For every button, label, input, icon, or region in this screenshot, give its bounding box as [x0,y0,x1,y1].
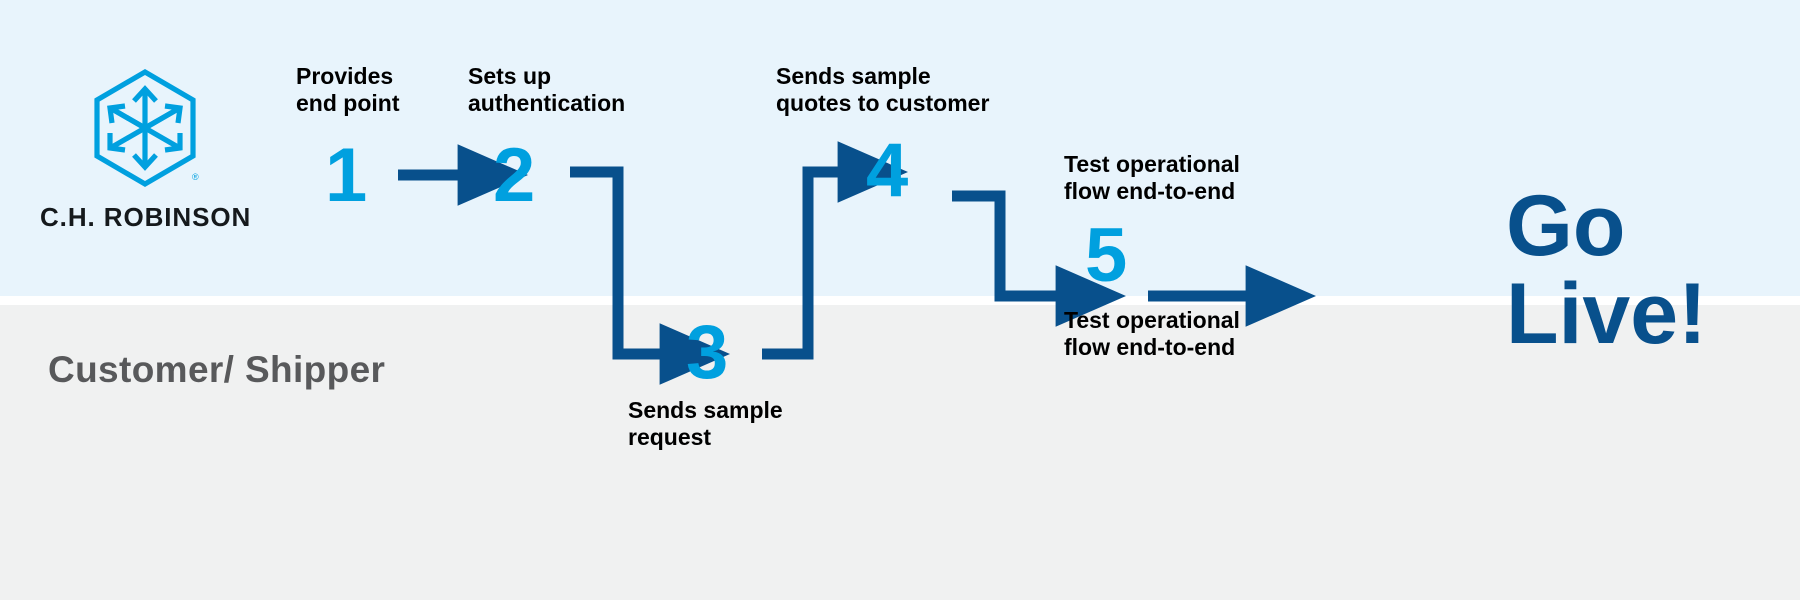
ch-robinson-logo-block: ® C.H. ROBINSON [40,68,250,233]
step-5-caption-bottom: Test operational flow end-to-end [1064,307,1240,361]
customer-zone-band [0,305,1800,600]
customer-shipper-zone-label: Customer/ Shipper [48,349,386,390]
step-3-caption: Sends sample request [628,397,783,451]
registered-trademark-mark: ® [192,172,199,182]
step-3-number: 3 [686,310,729,395]
step-4-number: 4 [866,128,909,213]
step-5-caption-top: Test operational flow end-to-end [1064,151,1240,205]
step-2-caption: Sets up authentication [468,63,626,117]
step-1-caption: Provides end point [296,63,400,117]
step-1-number: 1 [325,133,368,218]
ch-robinson-hexagon-arrows-logo-icon: ® [94,68,199,188]
step-5-number: 5 [1085,213,1128,298]
go-live-callout: Go Live! [1506,178,1707,362]
ch-robinson-wordmark: C.H. ROBINSON [40,202,252,232]
step-2-number: 2 [493,133,536,218]
step-4-caption: Sends sample quotes to customer [776,63,990,117]
